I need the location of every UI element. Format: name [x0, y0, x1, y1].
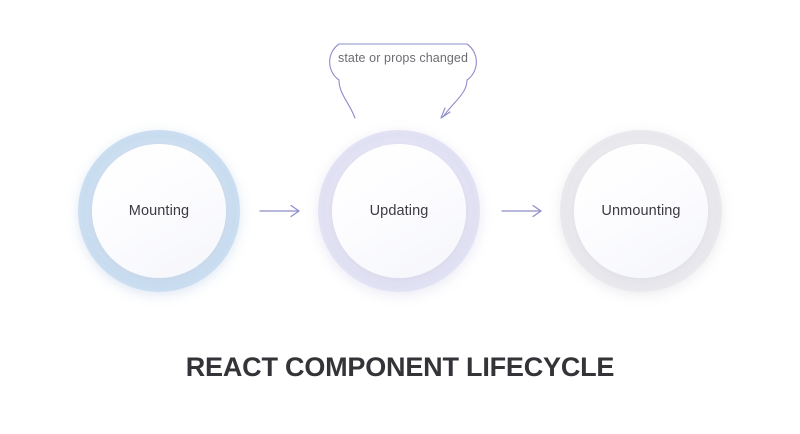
arrow-head [290, 204, 300, 218]
arrow-right-icon [259, 204, 300, 218]
state-change-callout: state or props changed [305, 36, 501, 128]
node-label-unmounting: Unmounting [601, 203, 681, 219]
lifecycle-node-mounting[interactable]: Mounting [78, 130, 240, 292]
callout-label: state or props changed [337, 51, 469, 65]
arrow-head [532, 204, 542, 218]
node-disc-updating [332, 144, 466, 278]
connector-updating-to-unmounting [500, 198, 546, 224]
node-disc-unmounting [574, 144, 708, 278]
callout-body-path [329, 43, 477, 81]
callout-bubble-shape [329, 43, 477, 119]
node-label-updating: Updating [369, 203, 429, 219]
arrow-down-left-icon [440, 107, 451, 119]
page-title: REACT COMPONENT LIFECYCLE [185, 352, 615, 382]
arrow-right-icon [501, 204, 542, 218]
node-label-mounting: Mounting [128, 203, 190, 219]
connector-mounting-to-updating [258, 198, 304, 224]
callout-right-tail [442, 79, 468, 118]
lifecycle-node-updating[interactable]: Updating [318, 130, 480, 292]
node-disc-mounting [92, 144, 226, 278]
lifecycle-node-unmounting[interactable]: Unmounting [560, 130, 722, 292]
callout-left-tail [338, 79, 356, 119]
